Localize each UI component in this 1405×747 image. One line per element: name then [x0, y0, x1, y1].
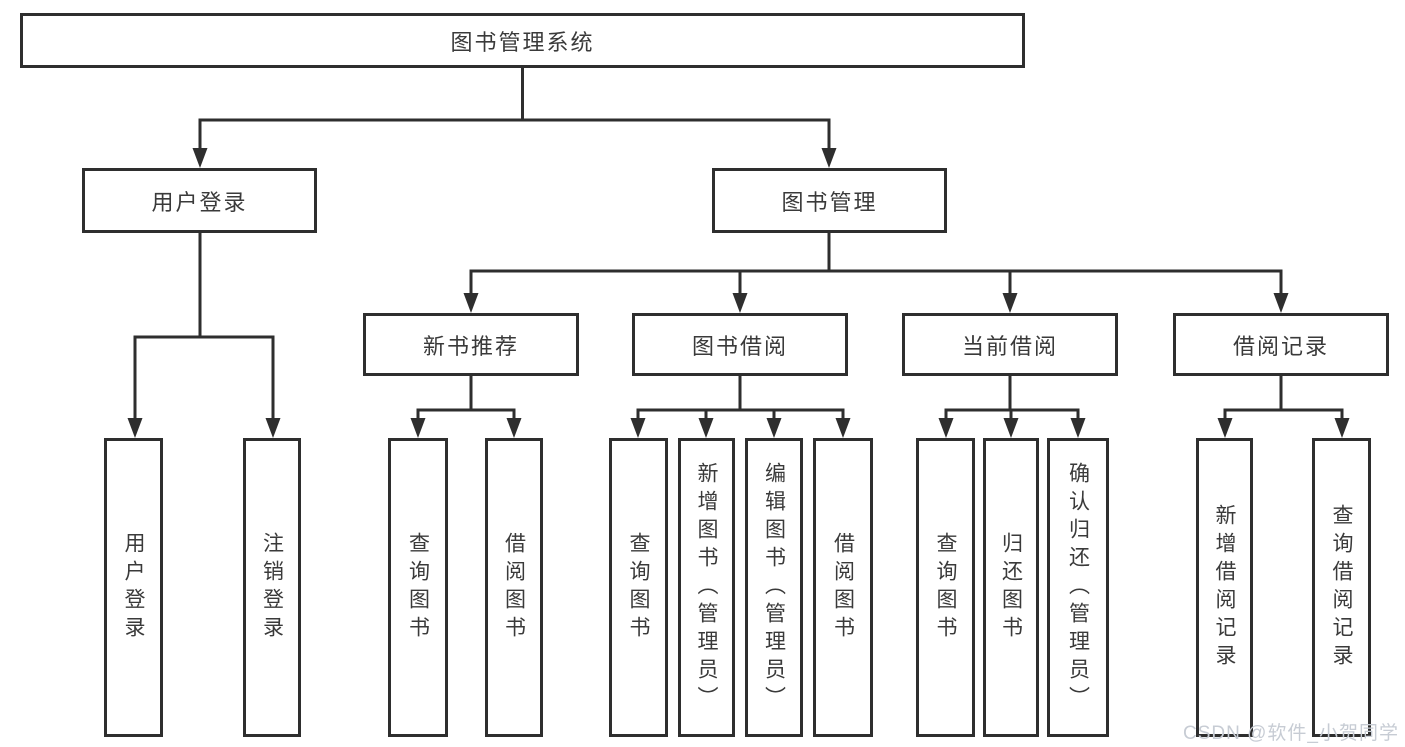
leaf-user-login-label: 用户登录 [122, 531, 145, 644]
node-user-login: 用户登录 [82, 168, 317, 233]
leaf-bb-query-book: 查询图书 [609, 438, 668, 737]
leaf-bb-borrow-book: 借阅图书 [813, 438, 873, 737]
node-borrow-records: 借阅记录 [1173, 313, 1389, 376]
arrowhead-bb-add-icon [698, 418, 714, 438]
leaf-bb-edit-book-admin: 编辑图书（管理员） [745, 438, 803, 737]
leaf-bb-add-book-admin: 新增图书（管理员） [678, 438, 735, 737]
leaf-bb-edit-book-admin-label: 编辑图书（管理员） [762, 461, 786, 714]
arrowhead-cb-query-icon [938, 418, 954, 438]
arrowhead-user-login-icon [192, 148, 208, 168]
leaf-bb-borrow-book-label: 借阅图书 [831, 531, 855, 644]
leaf-nbr-borrow-book-label: 借阅图书 [502, 531, 526, 644]
leaf-nbr-borrow-book: 借阅图书 [485, 438, 543, 737]
leaf-bb-add-book-admin-label: 新增图书（管理员） [695, 461, 718, 714]
arrowhead-bb-edit-icon [766, 418, 782, 438]
leaf-cb-query-book: 查询图书 [916, 438, 975, 737]
node-root-system: 图书管理系统 [20, 13, 1025, 68]
leaf-cb-return-book: 归还图书 [983, 438, 1039, 737]
leaf-bb-query-book-label: 查询图书 [627, 531, 650, 644]
arrowhead-bb-borrow-icon [835, 418, 851, 438]
arrowhead-new-book-icon [463, 293, 479, 313]
leaf-user-login: 用户登录 [104, 438, 163, 737]
node-current-borrow: 当前借阅 [902, 313, 1118, 376]
node-book-management: 图书管理 [712, 168, 947, 233]
leaf-cb-confirm-return-admin: 确认归还（管理员） [1047, 438, 1109, 737]
arrowhead-current-borrow-icon [1002, 293, 1018, 313]
leaf-nbr-query-book: 查询图书 [388, 438, 448, 737]
leaf-br-query-record-label: 查询借阅记录 [1330, 503, 1353, 672]
watermark: CSDN @软件_小贺同学 [1183, 723, 1399, 744]
arrowhead-cb-return-icon [1003, 418, 1019, 438]
leaf-logout: 注销登录 [243, 438, 301, 737]
arrowhead-bb-query-icon [630, 418, 646, 438]
arrowhead-leaf-user-login-icon [127, 418, 143, 438]
arrowhead-nbr-query-icon [410, 418, 426, 438]
leaf-cb-confirm-return-admin-label: 确认归还（管理员） [1066, 461, 1090, 714]
leaf-br-add-record-label: 新增借阅记录 [1213, 503, 1236, 672]
node-new-book-recommend: 新书推荐 [363, 313, 579, 376]
arrowhead-nbr-borrow-icon [506, 418, 522, 438]
arrowhead-book-mgmt-icon [821, 148, 837, 168]
leaf-cb-return-book-label: 归还图书 [999, 531, 1023, 644]
leaf-cb-query-book-label: 查询图书 [934, 531, 957, 644]
arrowhead-leaf-logout-icon [265, 418, 281, 438]
leaf-logout-label: 注销登录 [260, 531, 284, 644]
leaf-br-add-record: 新增借阅记录 [1196, 438, 1253, 737]
arrowhead-br-add-icon [1217, 418, 1233, 438]
arrowhead-borrow-record-icon [1273, 293, 1289, 313]
leaf-br-query-record: 查询借阅记录 [1312, 438, 1371, 737]
leaf-nbr-query-book-label: 查询图书 [406, 531, 430, 644]
arrowhead-book-borrow-icon [732, 293, 748, 313]
arrowhead-br-query-icon [1334, 418, 1350, 438]
node-book-borrow: 图书借阅 [632, 313, 848, 376]
arrowhead-cb-confirm-icon [1070, 418, 1086, 438]
